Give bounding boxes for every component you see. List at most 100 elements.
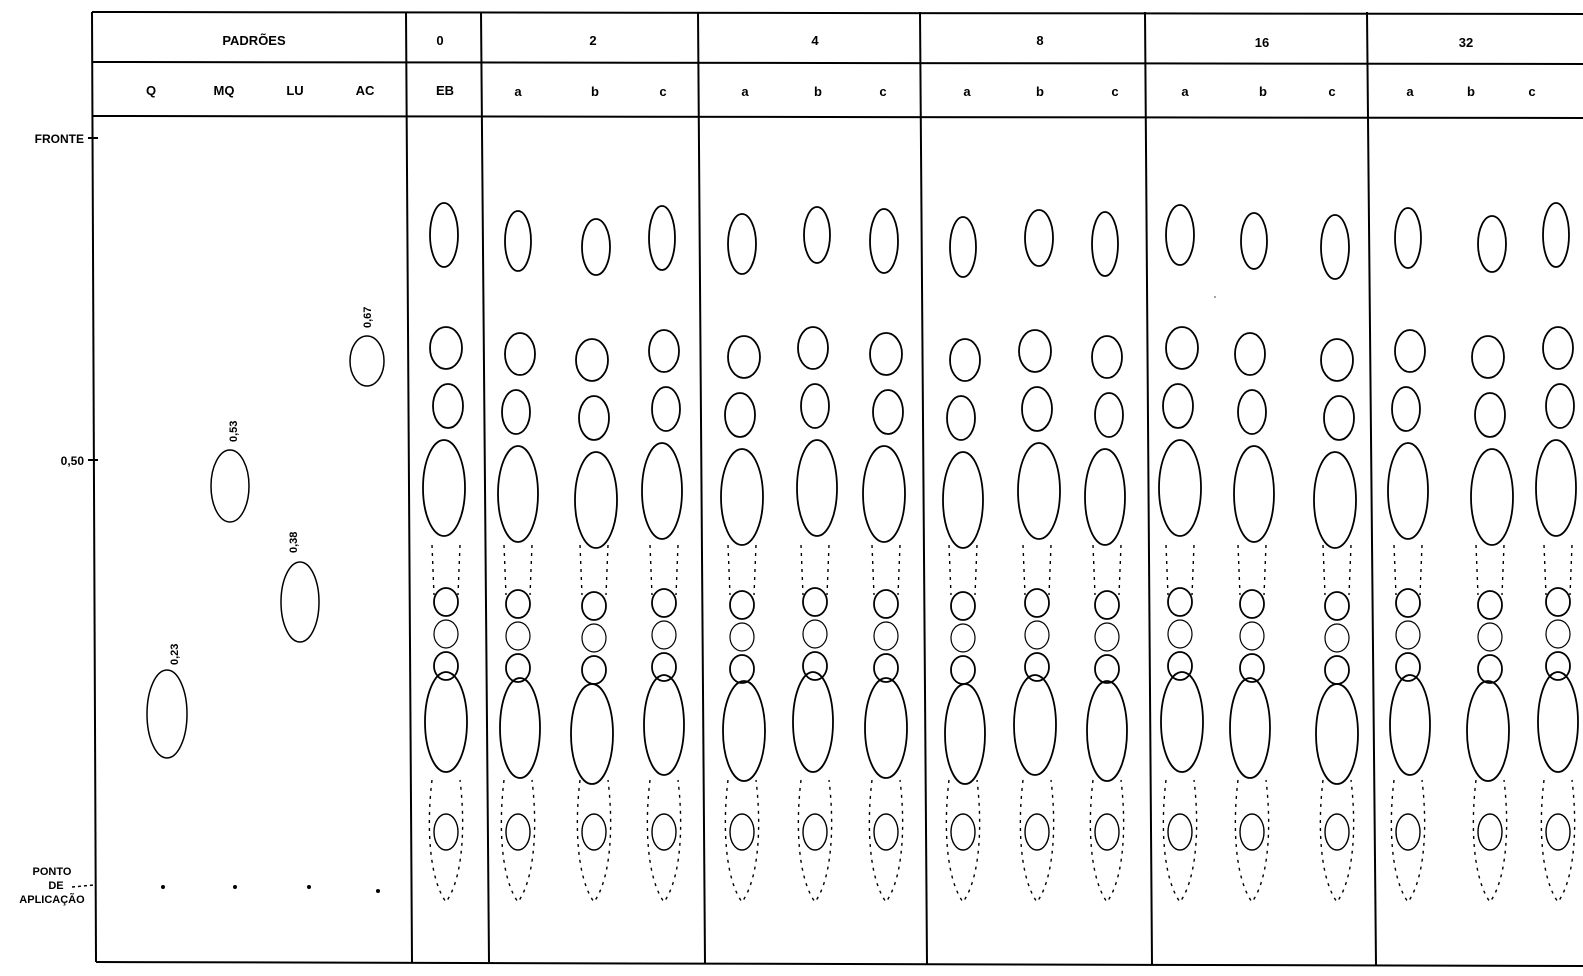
minor-spot-2a-2 xyxy=(506,622,530,650)
lane-label-2b: b xyxy=(591,84,599,99)
spot-4b-3 xyxy=(801,384,829,428)
minor-spot-4b-1 xyxy=(803,588,827,616)
minor-spot-2b-1 xyxy=(582,592,606,620)
lane-8c xyxy=(1085,212,1127,902)
spot-4b-2 xyxy=(798,327,828,369)
streak-upper-4a xyxy=(728,545,756,595)
streak-lower-4a xyxy=(725,780,758,902)
origin-spot-32c xyxy=(1546,814,1570,850)
header-row-lanes: Q MQ LU AC EB a b c a b c a b c a b c a … xyxy=(146,83,1536,99)
rf-axis: FRONTE 0,50 PONTO DE APLICAÇÃO xyxy=(19,132,94,906)
group-header-4: 4 xyxy=(811,33,819,48)
spot-16c-2 xyxy=(1321,339,1353,381)
streak-lower-16b xyxy=(1235,780,1268,902)
group-header-32: 32 xyxy=(1459,35,1473,50)
minor-spot-16b-2 xyxy=(1240,622,1264,650)
minor-spot-8b-2 xyxy=(1025,621,1049,649)
minor-spot-2a-1 xyxy=(506,590,530,618)
streak-upper-2b xyxy=(580,545,608,595)
minor-spot-2b-3 xyxy=(582,656,606,684)
minor-spot-16b-1 xyxy=(1240,590,1264,618)
group-header-16: 16 xyxy=(1255,35,1269,50)
spot-8c-5 xyxy=(1087,681,1127,781)
spot-16c-1 xyxy=(1321,215,1349,279)
spot-4c-5 xyxy=(865,678,907,778)
minor-spot-32c-1 xyxy=(1546,588,1570,616)
standard-label-ac: AC xyxy=(356,83,375,98)
minor-spot-4b-2 xyxy=(803,620,827,648)
minor-spot-8c-3 xyxy=(1095,655,1119,683)
lane-2a xyxy=(498,211,540,902)
origin-spot-8b xyxy=(1025,814,1049,850)
lane-label-32b: b xyxy=(1467,84,1475,99)
spot-eb-4 xyxy=(423,440,465,536)
rf-value-ac: 0,67 xyxy=(362,307,374,328)
lane-32c xyxy=(1536,203,1578,902)
spot-2b-2 xyxy=(576,339,608,381)
minor-spot-4a-2 xyxy=(730,623,754,651)
spot-16b-4 xyxy=(1234,446,1274,542)
streak-lower-8a xyxy=(946,780,979,902)
streak-lower-2c xyxy=(647,780,680,902)
spot-2a-3 xyxy=(502,390,530,434)
lane-label-4a: a xyxy=(741,84,749,99)
minor-spot-4a-1 xyxy=(730,591,754,619)
origin-spot-4b xyxy=(803,814,827,850)
standard-spot-mq xyxy=(211,450,249,522)
minor-spot-16a-3 xyxy=(1168,652,1192,680)
minor-spot-eb-1 xyxy=(434,588,458,616)
minor-spot-4b-3 xyxy=(803,652,827,680)
streak-lower-2b xyxy=(577,780,610,902)
origin-label-line1: PONTO xyxy=(33,866,72,878)
origin-spot-8c xyxy=(1095,814,1119,850)
minor-spot-2b-2 xyxy=(582,624,606,652)
streak-lower-4b xyxy=(798,780,831,902)
spot-4c-1 xyxy=(870,209,898,273)
streak-lower-16c xyxy=(1320,780,1353,902)
lane-2b xyxy=(571,219,617,902)
spot-32b-5 xyxy=(1467,681,1509,781)
minor-spot-2c-2 xyxy=(652,621,676,649)
spot-4a-4 xyxy=(721,449,763,545)
minor-spot-8c-1 xyxy=(1095,591,1119,619)
streak-upper-2a xyxy=(504,545,532,595)
streak-upper-16c xyxy=(1323,545,1351,595)
spot-32c-2 xyxy=(1543,327,1573,369)
lane-4a xyxy=(721,214,765,902)
lane-label-eb: EB xyxy=(436,83,454,98)
spot-2a-1 xyxy=(505,211,531,271)
streak-lower-4c xyxy=(869,780,902,902)
spot-4c-4 xyxy=(863,446,905,542)
spot-16b-1 xyxy=(1241,213,1267,269)
spot-16a-4 xyxy=(1159,440,1201,536)
spot-16b-2 xyxy=(1235,333,1265,375)
group-header-2: 2 xyxy=(589,33,596,48)
spot-8c-3 xyxy=(1095,393,1123,437)
lane-32a xyxy=(1388,208,1430,902)
application-points xyxy=(161,885,380,893)
minor-spot-8b-1 xyxy=(1025,589,1049,617)
lane-label-32a: a xyxy=(1406,84,1414,99)
spot-32b-3 xyxy=(1475,393,1505,437)
minor-spot-16a-1 xyxy=(1168,588,1192,616)
origin-spot-2c xyxy=(652,814,676,850)
streak-upper-32b xyxy=(1476,545,1504,595)
spot-2a-2 xyxy=(505,333,535,375)
standard-spot-q xyxy=(147,670,187,758)
spot-32a-1 xyxy=(1395,208,1421,268)
minor-spot-4c-2 xyxy=(874,622,898,650)
standard-spot-ac xyxy=(350,336,384,386)
spot-16a-5 xyxy=(1161,672,1203,772)
spot-8c-4 xyxy=(1085,449,1125,545)
spot-32c-5 xyxy=(1538,672,1578,772)
origin-spot-2b xyxy=(582,814,606,850)
minor-spot-32c-2 xyxy=(1546,620,1570,648)
minor-spot-8a-3 xyxy=(951,656,975,684)
spot-32c-1 xyxy=(1543,203,1569,267)
streak-upper-16b xyxy=(1238,545,1266,595)
spot-4b-1 xyxy=(804,207,830,263)
spot-4c-2 xyxy=(870,333,902,375)
lane-16b xyxy=(1230,213,1274,902)
minor-spot-32b-2 xyxy=(1478,623,1502,651)
